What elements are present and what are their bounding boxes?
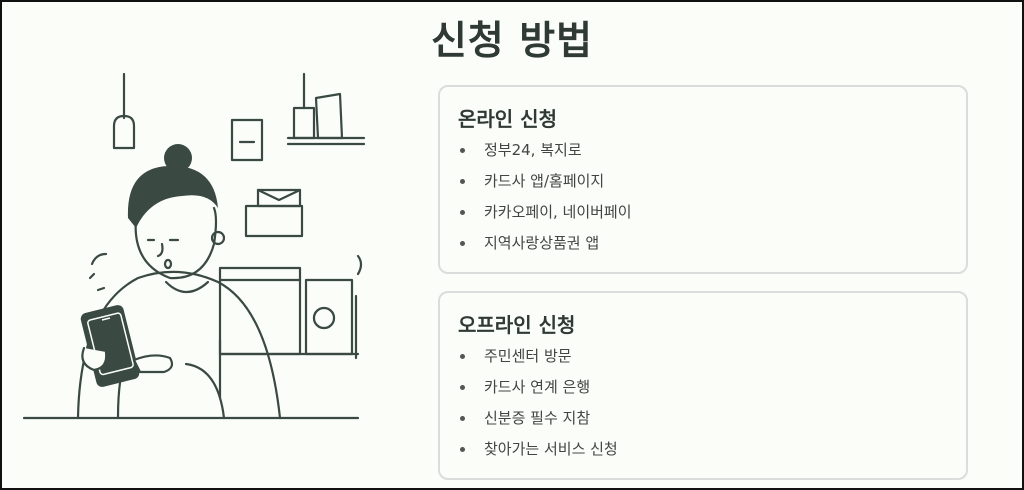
bullet-icon xyxy=(460,241,465,246)
ear-icon xyxy=(210,230,226,246)
offline-card-title: 오프라인 신청 xyxy=(458,313,576,337)
online-method-list: 정부24, 복지로 카드사 앱/홈페이지 카카오페이, 네이버페이 지역사랑상품… xyxy=(460,139,632,263)
list-item: 정부24, 복지로 xyxy=(460,139,632,170)
box-icon xyxy=(314,92,344,140)
right-hand-icon xyxy=(132,354,174,374)
jar-icon xyxy=(292,106,316,140)
bullet-icon xyxy=(460,416,465,421)
bullet-icon xyxy=(460,148,465,153)
hair-icon xyxy=(127,165,218,228)
bullet-icon xyxy=(460,179,465,184)
list-item: 카카오페이, 네이버페이 xyxy=(460,201,632,232)
mailbox-icon xyxy=(244,204,304,238)
face-icon xyxy=(134,206,218,280)
bullet-icon xyxy=(460,385,465,390)
offline-application-card: 오프라인 신청 주민센터 방문 카드사 연계 은행 신분증 필수 지참 찾아가는… xyxy=(438,291,968,480)
list-item: 신분증 필수 지참 xyxy=(460,407,618,438)
bullet-icon xyxy=(460,447,465,452)
hair-bun-icon xyxy=(164,144,192,172)
online-application-card: 온라인 신청 정부24, 복지로 카드사 앱/홈페이지 카카오페이, 네이버페이… xyxy=(438,85,968,274)
bullet-icon xyxy=(460,354,465,359)
wall-frame-icon xyxy=(230,118,264,162)
page-title: 신청 방법 xyxy=(430,19,594,64)
hanging-lamp-icon xyxy=(112,114,136,150)
person-using-phone-illustration xyxy=(22,72,366,420)
list-item: 카드사 연계 은행 xyxy=(460,376,618,407)
left-hand-icon xyxy=(81,346,108,372)
offline-method-list: 주민센터 방문 카드사 연계 은행 신분증 필수 지참 찾아가는 서비스 신청 xyxy=(460,345,618,469)
list-item: 주민센터 방문 xyxy=(460,345,618,376)
bullet-icon xyxy=(460,210,465,215)
list-item: 지역사랑상품권 앱 xyxy=(460,232,632,263)
online-card-title: 온라인 신청 xyxy=(458,107,557,131)
list-item: 카드사 앱/홈페이지 xyxy=(460,170,632,201)
list-item: 찾아가는 서비스 신청 xyxy=(460,438,618,469)
